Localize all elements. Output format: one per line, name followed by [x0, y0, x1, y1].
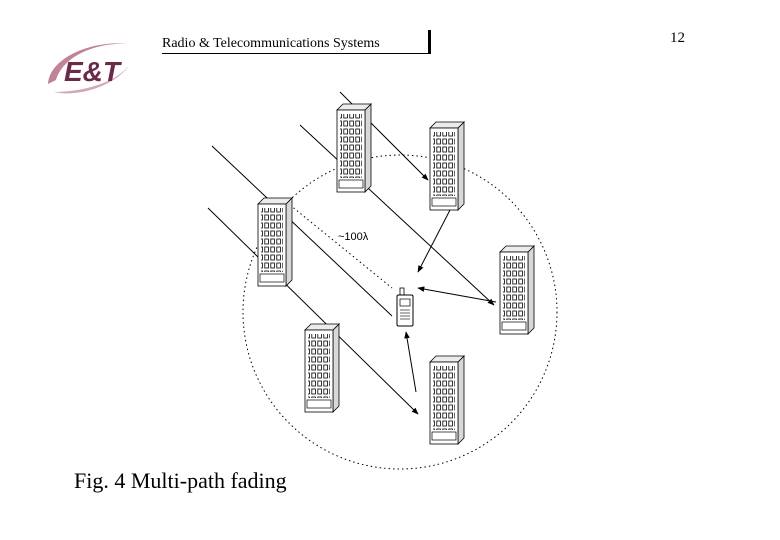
building-right	[499, 245, 535, 335]
reflected-ray	[417, 286, 497, 303]
ray	[207, 207, 419, 415]
header-underline	[162, 53, 430, 54]
ray	[299, 124, 495, 306]
header-title: Radio & Telecommunications Systems	[162, 36, 380, 51]
building-left	[257, 197, 293, 287]
building-top-right	[429, 121, 465, 211]
building-bottom-left	[304, 323, 340, 413]
page-number: 12	[670, 30, 685, 46]
building-bottom-right	[429, 355, 465, 445]
mobile-phone-icon	[396, 287, 414, 327]
figure-caption: Fig. 4 Multi-path fading	[74, 468, 287, 493]
distance-guide	[289, 204, 393, 289]
logo-text: E&T	[64, 56, 123, 87]
reflected-ray	[417, 209, 451, 273]
ray	[211, 145, 393, 317]
distance-label: ~100λ	[338, 231, 369, 243]
et-logo: E&T	[40, 34, 140, 100]
coverage-circle	[242, 154, 558, 470]
reflected-ray	[404, 331, 417, 393]
building-top-center	[336, 103, 372, 193]
header-bar	[428, 30, 431, 54]
